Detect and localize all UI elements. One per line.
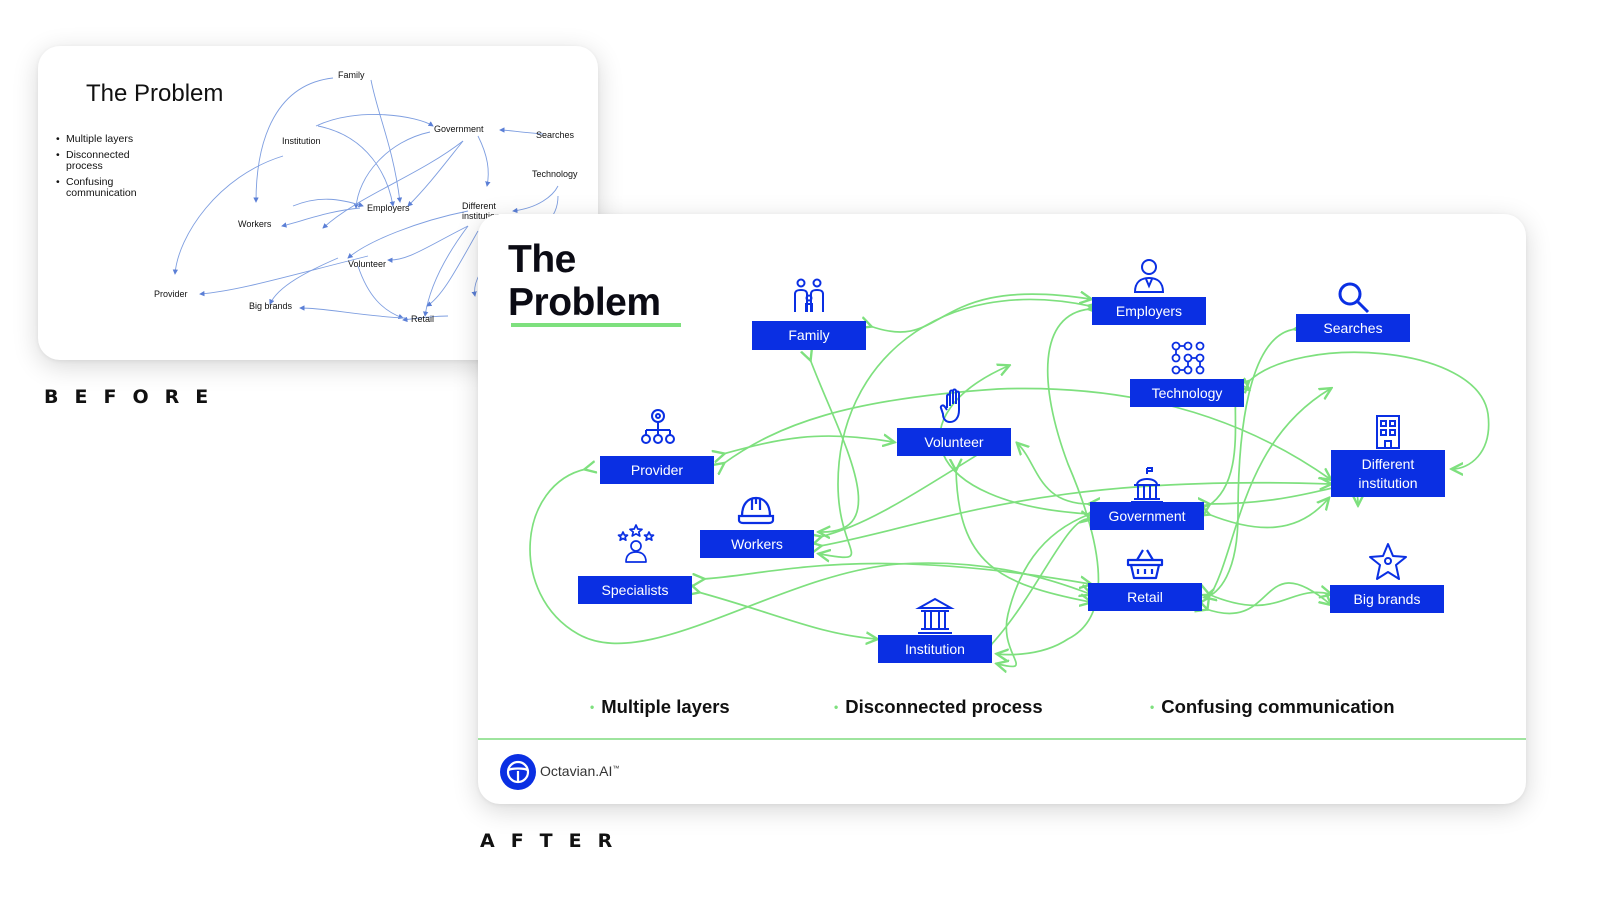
node-family-label: Family [788, 327, 830, 343]
node-institution[interactable]: Institution [878, 635, 992, 663]
node-technology-label: Technology [1151, 384, 1223, 401]
trademark-mark: ™ [612, 765, 620, 773]
before-bullet-list: Multiple layers Disconnected process Con… [56, 134, 166, 204]
raised-hand-icon [939, 388, 960, 423]
node-different-institution[interactable]: Different institution [1331, 450, 1445, 497]
before-node-searches: Searches [536, 130, 575, 140]
node-volunteer-label: Volunteer [924, 433, 984, 450]
node-different-label-line2: institution [1358, 474, 1418, 491]
after-bullet-multiple-layers: • Multiple layers [590, 696, 730, 718]
node-specialists[interactable]: Specialists [578, 576, 692, 604]
octavian-logo-icon [500, 754, 536, 790]
before-node-institution: Institution [282, 136, 321, 146]
node-employers-label: Employers [1115, 302, 1183, 319]
after-slide: The Problem Family Employers Searches [478, 214, 1526, 804]
node-specialists-label: Specialists [601, 581, 669, 598]
title-underline [511, 323, 681, 327]
shopping-basket-icon [1126, 549, 1164, 580]
org-chart-icon [641, 409, 675, 444]
bullet-dot: • [590, 700, 595, 714]
before-node-provider: Provider [154, 289, 188, 299]
before-caption: BEFORE [44, 386, 225, 408]
node-employers[interactable]: Employers [1092, 297, 1206, 325]
search-icon [1338, 282, 1370, 314]
hard-hat-icon [737, 496, 775, 525]
node-volunteer[interactable]: Volunteer [897, 428, 1011, 456]
bullet-dot: • [1150, 700, 1155, 714]
node-government-label: Government [1108, 507, 1186, 524]
node-different-label-line1: Different [1361, 455, 1415, 472]
before-node-workers: Workers [238, 219, 272, 229]
brand-name: Octavian.AI™ [540, 763, 619, 779]
star-person-icon [1369, 543, 1407, 580]
before-bullet: Confusing communication [56, 177, 166, 199]
before-node-technology: Technology [532, 169, 578, 179]
after-caption: AFTER [480, 830, 629, 852]
before-title: The Problem [86, 80, 224, 107]
before-bullet: Multiple layers [56, 134, 166, 146]
network-nodes-icon [1171, 341, 1205, 375]
family-icon [794, 278, 824, 312]
after-bullet-disconnected-process: • Disconnected process [834, 696, 1043, 718]
employer-person-icon [1133, 259, 1165, 293]
rated-person-icon [617, 524, 655, 563]
after-bullet-text: Disconnected process [845, 696, 1043, 717]
before-node-retail: Retail [411, 314, 435, 324]
before-node-big-brands: Big brands [249, 301, 293, 311]
office-building-icon [1376, 415, 1400, 449]
before-slide: The Problem Multiple layers Disconnected… [38, 46, 598, 360]
after-title-line1: The [508, 238, 576, 281]
node-provider[interactable]: Provider [600, 456, 714, 484]
footer-divider [478, 738, 1526, 740]
brand-name-text: Octavian.AI [540, 763, 613, 779]
before-node-family: Family [338, 70, 365, 80]
before-bullet: Disconnected process [56, 150, 166, 172]
after-title-line2: Problem [508, 281, 661, 324]
node-retail-label: Retail [1127, 588, 1163, 605]
after-bullet-text: Confusing communication [1161, 696, 1395, 717]
node-workers[interactable]: Workers [700, 530, 814, 558]
node-family[interactable]: Family [752, 321, 866, 350]
after-connector-lines [529, 214, 1490, 734]
node-government[interactable]: Government [1090, 502, 1204, 530]
bullet-dot: • [834, 700, 839, 714]
before-node-employers: Employers [367, 203, 410, 213]
after-title: The Problem [508, 238, 661, 324]
node-institution-label: Institution [905, 640, 965, 657]
node-big-brands[interactable]: Big brands [1330, 585, 1444, 613]
node-searches[interactable]: Searches [1296, 314, 1410, 342]
before-node-volunteer: Volunteer [348, 259, 387, 269]
node-workers-label: Workers [731, 535, 783, 552]
after-bullet-confusing-communication: • Confusing communication [1150, 696, 1395, 718]
before-node-different-institution: Different institution [462, 201, 501, 221]
after-bullet-text: Multiple layers [601, 696, 730, 717]
node-retail[interactable]: Retail [1088, 583, 1202, 611]
node-technology[interactable]: Technology [1130, 379, 1244, 407]
node-searches-label: Searches [1323, 319, 1383, 336]
capitol-building-icon [1131, 467, 1163, 503]
before-node-government: Government [434, 124, 484, 134]
node-big-brands-label: Big brands [1353, 590, 1421, 607]
classical-building-icon [915, 597, 955, 634]
node-provider-label: Provider [630, 461, 684, 478]
